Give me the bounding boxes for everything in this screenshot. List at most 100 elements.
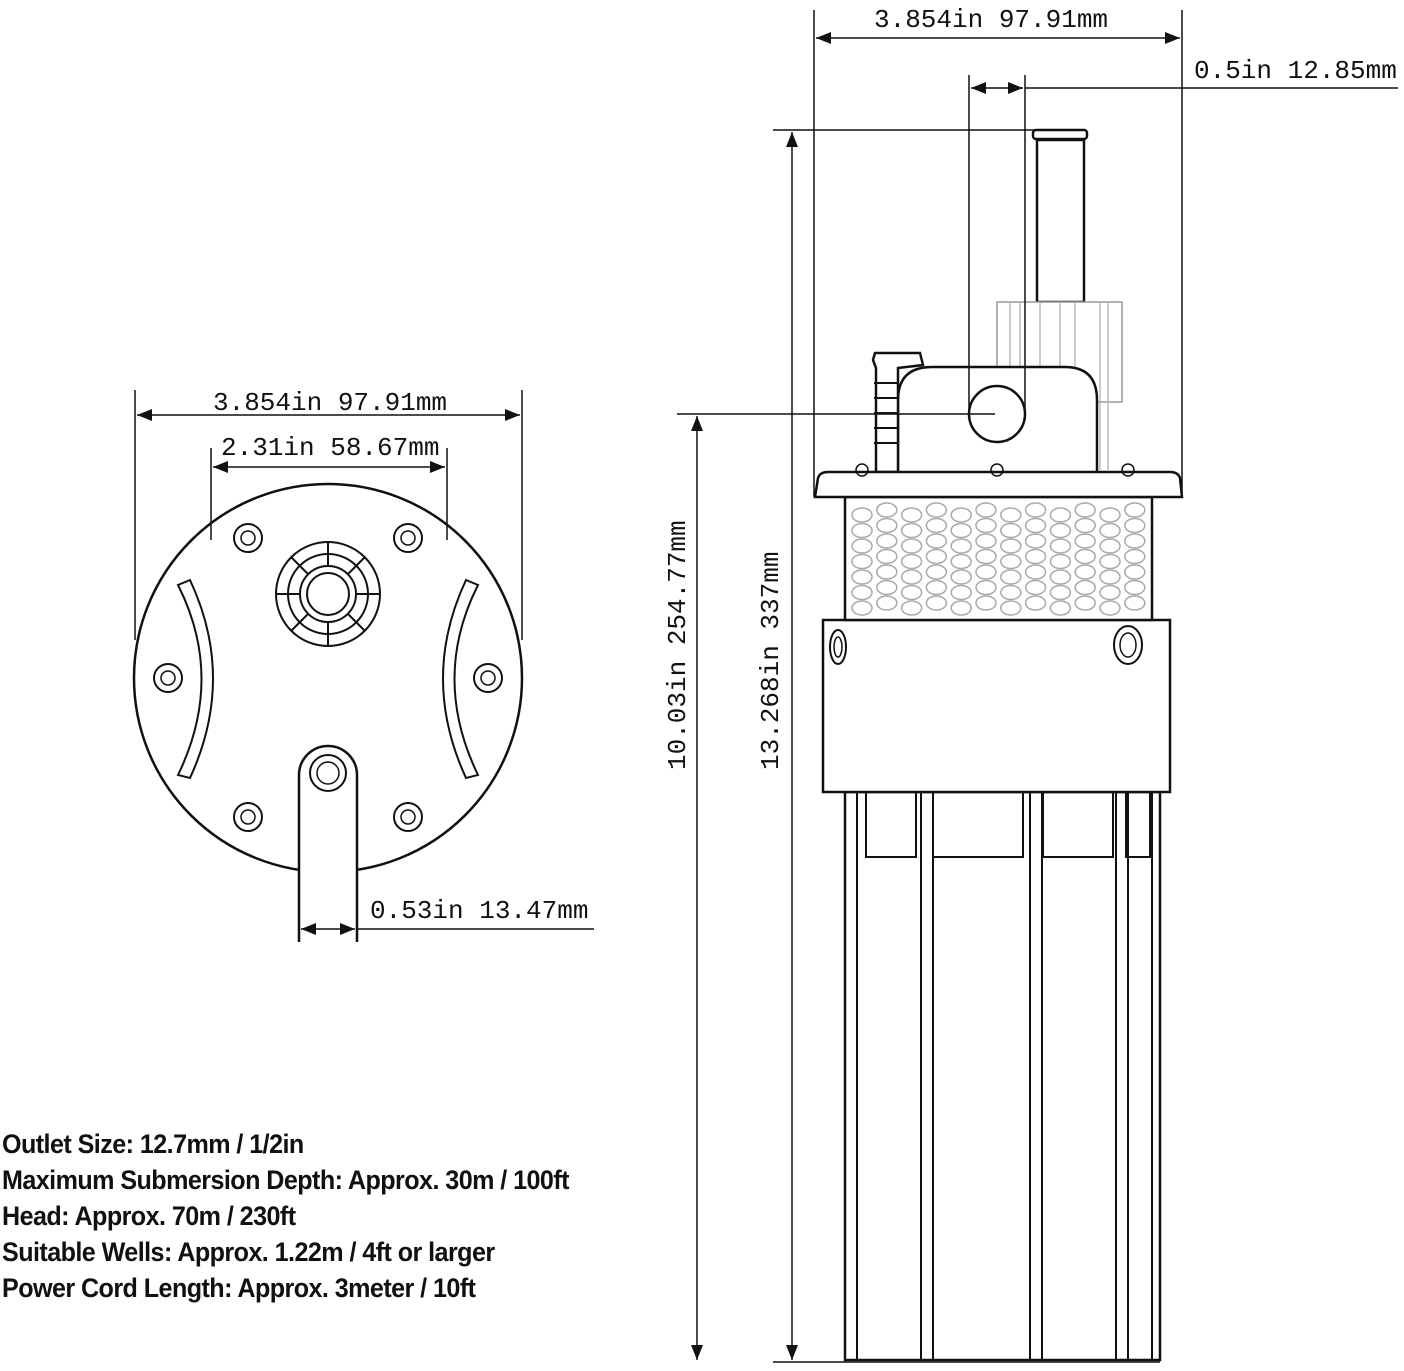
top-outer-diameter-label: 3.854in 97.91mm — [213, 388, 447, 418]
spec-outlet-size: Outlet Size: 12.7mm / 1/2in — [2, 1129, 304, 1159]
mesh-hole — [876, 517, 898, 534]
mesh-hole — [1024, 595, 1047, 611]
mesh-hole — [851, 569, 873, 585]
mesh-hole — [925, 564, 948, 580]
mesh-hole — [1024, 517, 1047, 534]
mesh-hole — [950, 507, 972, 523]
outlet-stem — [297, 744, 359, 942]
mesh-hole — [1000, 522, 1022, 539]
mesh-hole — [950, 522, 972, 539]
mesh-hole — [1024, 502, 1047, 518]
mesh-hole — [1124, 517, 1146, 534]
hose-barb — [871, 351, 925, 474]
mesh-hole — [1000, 569, 1022, 585]
spec-list: Outlet Size: 12.7mm / 1/2in Maximum Subm… — [2, 1126, 570, 1306]
screw-icon — [233, 523, 263, 553]
mesh-hole — [1024, 548, 1047, 565]
side-outlet-offset-label: 0.5in 12.85mm — [1194, 56, 1397, 86]
screw-icon — [1113, 625, 1143, 665]
mesh-hole — [1124, 548, 1146, 565]
outlet-hole — [309, 754, 347, 792]
pump-bottom-legs — [843, 790, 1162, 1362]
side-height-to-outlet-label: 10.03in 254.77mm — [663, 520, 693, 770]
mesh-hole — [1024, 533, 1047, 549]
side-total-height-label: 13.268in 337mm — [756, 552, 786, 770]
mesh-hole — [1049, 569, 1072, 585]
screw-icon — [393, 802, 423, 832]
mesh-hole — [851, 553, 873, 570]
mesh-hole — [1074, 595, 1096, 611]
motor-body — [821, 618, 1172, 794]
mesh-hole — [876, 533, 898, 549]
screw-icon — [233, 802, 263, 832]
mesh-hole — [950, 569, 972, 585]
mesh-hole — [1099, 522, 1121, 539]
mesh-hole — [876, 502, 898, 518]
mesh-hole — [925, 548, 948, 565]
mesh-hole — [1074, 533, 1096, 549]
mesh-hole — [851, 522, 873, 539]
mesh-hole — [925, 502, 948, 518]
top-view: 3.854in 97.91mm 2.31in 58.67mm 0.53in 13… — [132, 388, 594, 942]
mesh-hole — [876, 595, 898, 611]
screw-icon — [473, 663, 503, 693]
mesh-hole — [1099, 507, 1121, 523]
mesh-hole — [851, 600, 873, 616]
mesh-hole — [876, 579, 898, 596]
mesh-hole — [851, 507, 873, 523]
spec-head: Head: Approx. 70m / 230ft — [2, 1201, 296, 1231]
top-outlet-width-label: 0.53in 13.47mm — [370, 896, 588, 926]
top-bolt-spacing-label: 2.31in 58.67mm — [221, 433, 439, 463]
mesh-hole — [900, 522, 923, 539]
mesh-hole — [950, 553, 972, 570]
mesh-hole — [900, 584, 923, 601]
cable-nozzle — [1035, 138, 1086, 304]
mesh-hole — [975, 579, 997, 596]
mesh-hole — [851, 538, 873, 554]
mesh-hole — [925, 533, 948, 549]
mesh-hole — [1049, 538, 1072, 554]
mesh-hole — [1024, 564, 1047, 580]
mesh-hole — [975, 517, 997, 534]
mesh-hole — [1074, 517, 1096, 534]
mesh-hole — [1000, 553, 1022, 570]
mesh-hole — [1049, 584, 1072, 601]
screw-icon — [393, 523, 423, 553]
mesh-hole — [900, 600, 923, 616]
mesh-hole — [1124, 533, 1146, 549]
mesh-hole — [1099, 584, 1121, 601]
spec-submersion-depth: Maximum Submersion Depth: Approx. 30m / … — [2, 1165, 570, 1195]
screw-icon — [829, 629, 847, 665]
spec-suitable-wells: Suitable Wells: Approx. 1.22m / 4ft or l… — [2, 1237, 495, 1267]
mesh-hole — [900, 538, 923, 554]
mesh-hole — [1099, 569, 1121, 585]
mesh-hole — [1099, 600, 1121, 616]
mesh-hole — [1024, 579, 1047, 596]
mesh-hole — [1099, 553, 1121, 570]
mesh-hole — [975, 564, 997, 580]
mesh-hole — [1124, 595, 1146, 611]
spec-power-cord: Power Cord Length: Approx. 3meter / 10ft — [2, 1273, 476, 1303]
mesh-hole — [900, 569, 923, 585]
mesh-hole — [925, 579, 948, 596]
mesh-hole — [1074, 579, 1096, 596]
mesh-hole — [1124, 579, 1146, 596]
side-width-label: 3.854in 97.91mm — [874, 5, 1108, 35]
mesh-hole — [1074, 564, 1096, 580]
mesh-hole — [950, 600, 972, 616]
mesh-hole — [975, 502, 997, 518]
left-slot — [176, 578, 214, 780]
mesh-hole — [950, 584, 972, 601]
mesh-hole — [1049, 522, 1072, 539]
mesh-hole — [975, 548, 997, 565]
mesh-hole — [1000, 538, 1022, 554]
mesh-hole — [1124, 502, 1146, 518]
mesh-hole — [1000, 584, 1022, 601]
screws — [153, 523, 503, 832]
top-flange — [813, 470, 1184, 499]
screw-icon — [153, 663, 183, 693]
mesh-hole — [975, 595, 997, 611]
mesh-hole — [900, 553, 923, 570]
